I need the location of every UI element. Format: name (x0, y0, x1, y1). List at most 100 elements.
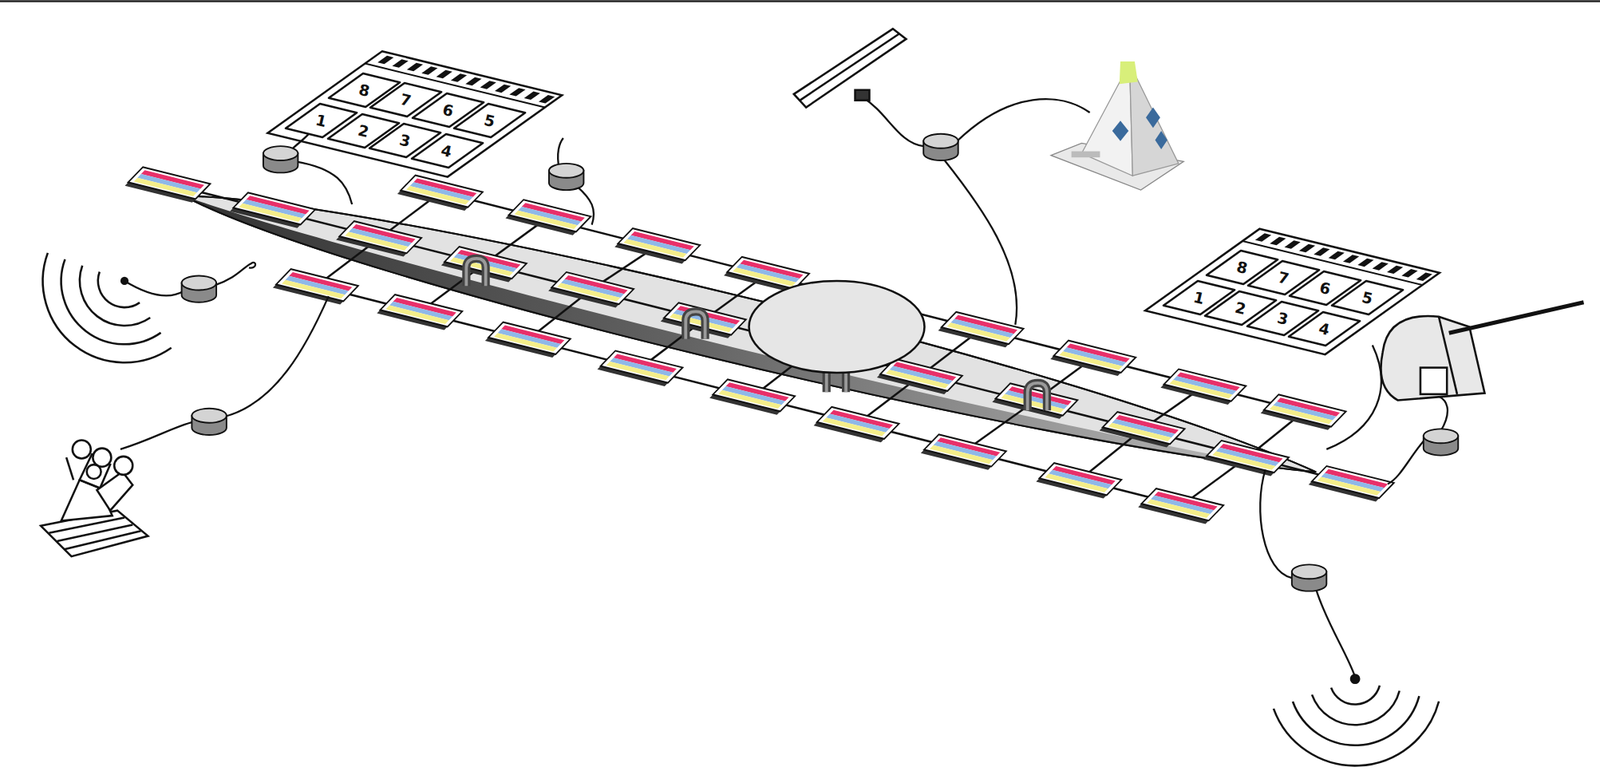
hull-part (176, 161, 1325, 503)
pyramid-beacon-part (1071, 151, 1101, 159)
cables (120, 97, 1448, 677)
cables-part (1387, 441, 1424, 485)
cell-border (1331, 280, 1403, 315)
robot (40, 439, 148, 557)
hubs-part (923, 134, 958, 161)
sensor-tiles-part (597, 350, 684, 386)
cables-part (862, 97, 925, 147)
rail (794, 28, 907, 107)
sensor-tiles-part (1099, 411, 1186, 447)
sensor-tiles-part (485, 322, 571, 358)
robot-part (66, 457, 74, 480)
hull-handles-part (685, 311, 705, 340)
wireless-right-part (1351, 675, 1360, 684)
sensor-tiles-part (397, 175, 483, 211)
sensor-tiles-part (1035, 462, 1122, 498)
sensor-tiles-part (709, 379, 795, 415)
sensor-tiles-part (335, 221, 422, 257)
hubs (181, 134, 1459, 592)
sensor-tiles-part (1308, 466, 1395, 502)
sensor-tiles-part (1203, 440, 1289, 476)
cables-part (1260, 469, 1292, 578)
wireless-left-part (121, 277, 128, 285)
panel-cell: 5 (1331, 280, 1403, 315)
robot-part (72, 439, 91, 459)
hubs-part (1423, 428, 1458, 455)
antenna-device-part (1420, 367, 1447, 395)
hubs-part (263, 146, 298, 173)
cables-part (956, 98, 1090, 142)
hull-handles-part (466, 258, 486, 287)
panel-cell: 4 (411, 134, 483, 168)
hubs-part (1291, 564, 1327, 591)
hull-part (176, 161, 1325, 503)
pyramid-beacon-part (1119, 61, 1138, 84)
wireless-right (1273, 675, 1439, 767)
hubs-part (181, 276, 217, 303)
hull-handles (466, 258, 1047, 411)
sensor-tiles-part (376, 294, 463, 330)
rail-part (855, 90, 870, 101)
rail-part (800, 33, 900, 100)
sensor-tiles-part (505, 199, 591, 235)
cables-part (215, 262, 256, 285)
sensor-tiles-part (1050, 340, 1136, 376)
sensor-tiles-part (548, 272, 634, 308)
robot-part (114, 456, 133, 475)
pyramid-beacon-part (1145, 107, 1161, 129)
cables-part (576, 185, 594, 226)
pyramid-beacon (1050, 61, 1184, 190)
pyramid-beacon-part (1112, 120, 1129, 142)
cables-part (296, 161, 352, 205)
robot-part (57, 525, 134, 542)
cables-part (1316, 589, 1356, 677)
pyramid-beacon-part (1154, 130, 1167, 150)
cables-part (224, 296, 328, 417)
grid-wires-part (168, 183, 1352, 483)
cables-part (1438, 395, 1448, 431)
cell-border (411, 134, 483, 168)
sensor-tiles-part (272, 268, 359, 305)
wireless-right-part (1331, 685, 1380, 705)
sensor-tiles-part (229, 192, 316, 228)
wireless-left-part (98, 272, 140, 309)
sensor-tiles-part (991, 383, 1078, 419)
wireless-right-part (1311, 690, 1400, 725)
hull-handles-part (1027, 383, 1047, 411)
panel-cell: 5 (454, 103, 526, 138)
wireless-left-part (43, 252, 172, 363)
wireless-left-part (79, 265, 151, 326)
sensor-tiles-part (1260, 394, 1347, 430)
sensor-tiles-part (920, 434, 1007, 470)
cables-part (124, 280, 184, 296)
hull-part (176, 196, 1316, 504)
panel-cell: 4 (1288, 312, 1360, 346)
hubs-part (191, 408, 226, 435)
cables-part (944, 159, 1017, 325)
robot-part (64, 530, 142, 550)
cell-border (454, 103, 526, 138)
hubs-part (549, 163, 584, 190)
cell-border (1288, 312, 1360, 346)
grid-wires (168, 183, 1352, 506)
hull (176, 161, 1325, 503)
grid-wires-part (440, 192, 1304, 412)
rail-part (794, 28, 907, 107)
robot-part (48, 517, 125, 534)
antenna-device (1380, 302, 1584, 401)
wireless-left-part (61, 259, 162, 345)
wireless-left (43, 252, 172, 363)
cables-part (1326, 344, 1382, 449)
sensor-tiles-part (614, 228, 700, 264)
cables-part (120, 421, 194, 450)
robot-part (96, 471, 133, 511)
left-panel (267, 51, 562, 177)
robot-part (86, 464, 102, 479)
sensor-tiles-part (1160, 369, 1246, 405)
sensor-tiles-part (124, 166, 210, 202)
sensor-tiles (124, 166, 1394, 524)
sensor-tiles-part (813, 406, 900, 443)
